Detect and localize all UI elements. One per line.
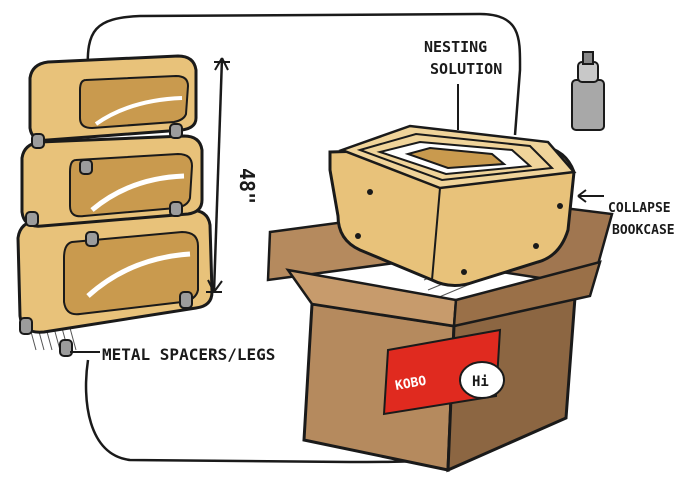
nesting-label-line2: SOLUTION bbox=[430, 60, 502, 78]
spacers-label: METAL SPACERS/LEGS bbox=[102, 345, 275, 364]
collapse-callout: COLLAPSE BOOKCASE bbox=[577, 189, 675, 238]
nesting-label-line1: NESTING bbox=[424, 38, 487, 56]
spray-can bbox=[571, 51, 605, 131]
bookcase-module-bottom bbox=[16, 208, 214, 334]
spacers-callout: METAL SPACERS/LEGS bbox=[70, 345, 275, 364]
collapse-label-line2: BOOKCASE bbox=[612, 223, 675, 238]
stacked-bookcase bbox=[16, 54, 214, 357]
metal-legs bbox=[19, 123, 193, 357]
metal-spacer-hatching bbox=[29, 327, 77, 351]
collapse-label-line1: COLLAPSE bbox=[608, 201, 671, 216]
box-sticker-label: KOBO bbox=[394, 374, 428, 394]
bookcase-module-middle bbox=[20, 134, 204, 228]
nesting-callout: NESTING SOLUTION bbox=[424, 38, 502, 130]
height-dimension: 48" bbox=[206, 57, 259, 293]
height-label: 48" bbox=[235, 168, 259, 204]
speech-bubble-label: Hi bbox=[472, 374, 489, 390]
speech-bubble: Hi bbox=[459, 361, 505, 399]
nesting-tray bbox=[328, 124, 577, 287]
tray-dots bbox=[355, 189, 563, 275]
